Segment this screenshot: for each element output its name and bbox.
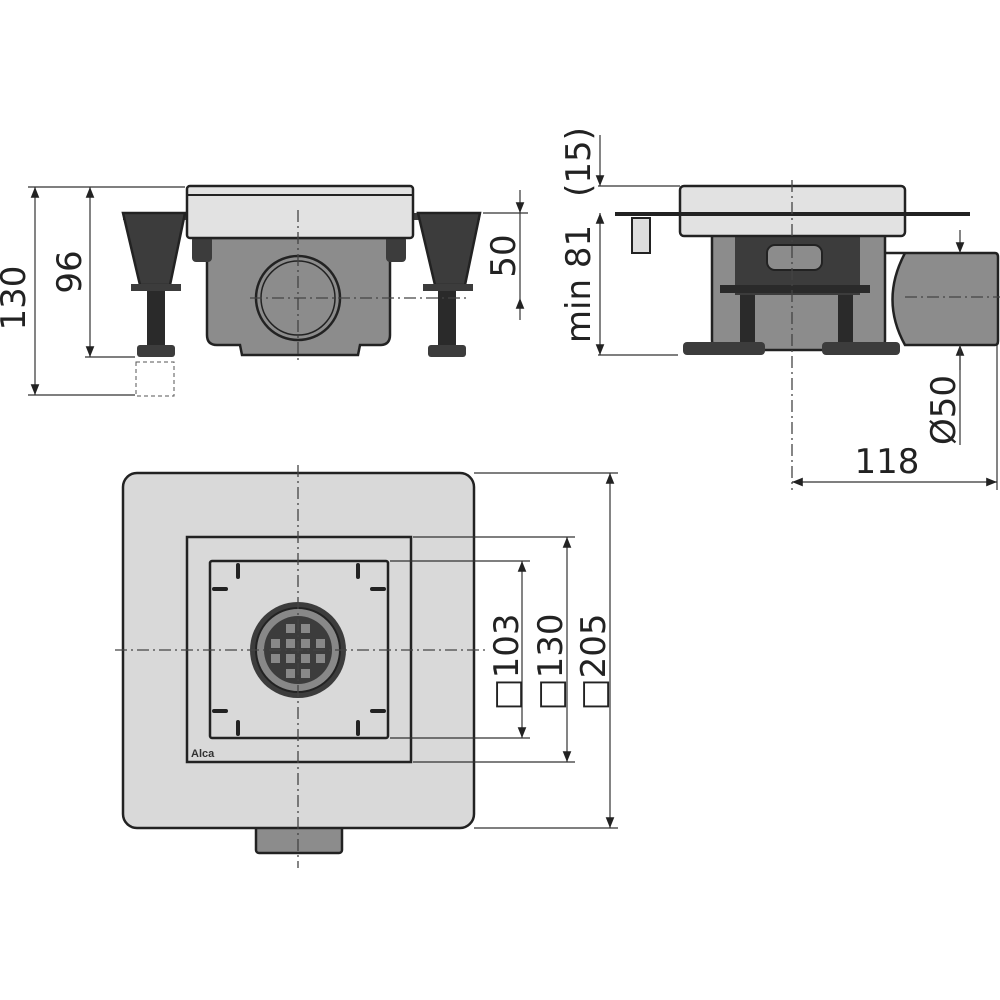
bolt-icon (631, 217, 651, 254)
dim-15-grate: (15) (559, 127, 599, 197)
dim-118-length: 118 (855, 442, 920, 482)
side-view: (15) min 81 Ø50 118 (559, 127, 1000, 490)
grate-grid-icon (271, 624, 325, 678)
dim-50-outlet: 50 (484, 234, 524, 277)
side-foot-right (822, 342, 900, 355)
dim-min-81: min 81 (559, 225, 599, 343)
foot-extension-dashed (135, 361, 175, 397)
front-view: 130 96 50 (0, 184, 528, 397)
dim-130-height: 130 (0, 266, 34, 331)
side-foot-left (683, 342, 765, 355)
right-leg (416, 211, 482, 287)
dim-205-flange: □205 (574, 613, 614, 710)
dim-130-frame: □130 (531, 613, 571, 710)
dim-diameter-50: Ø50 (924, 375, 964, 445)
left-foot (137, 345, 175, 357)
grate-lid (185, 184, 415, 240)
right-foot (428, 345, 466, 357)
side-outlet-pipe (885, 251, 1000, 347)
dim-103-grate: □103 (487, 613, 527, 710)
left-bolt (147, 291, 165, 346)
alca-logo: Alca (191, 748, 215, 760)
left-leg (121, 211, 187, 287)
plan-view: Alca □103 □130 □205 (115, 465, 618, 868)
dim-96-height: 96 (50, 250, 90, 293)
